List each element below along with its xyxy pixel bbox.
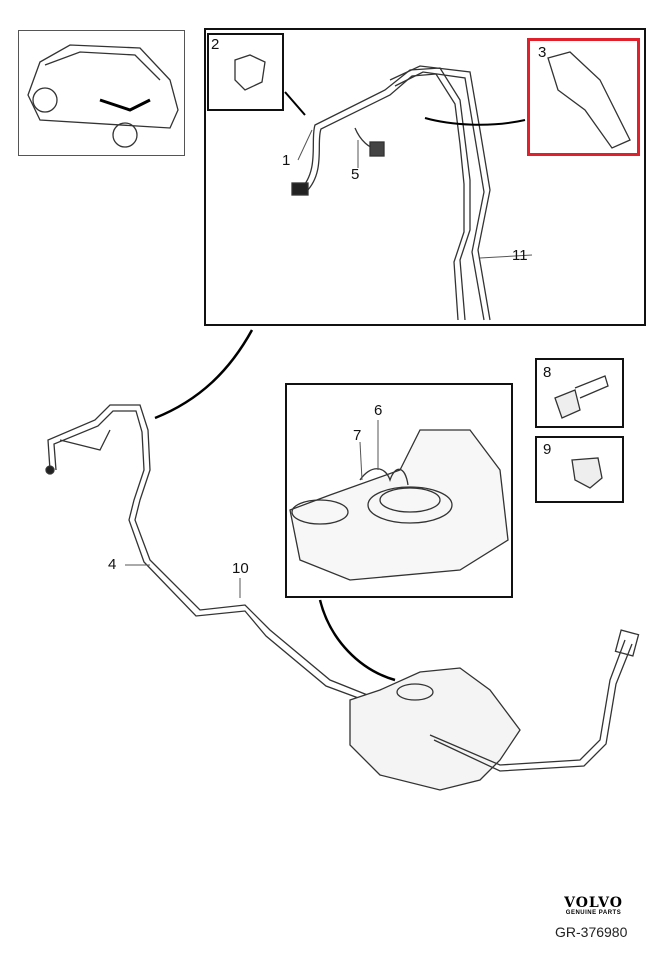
part-9-box[interactable] (535, 436, 624, 503)
arrow-1 (154, 329, 254, 420)
vehicle-location-box (18, 30, 185, 156)
fuel-pump-detail-box (285, 383, 513, 598)
clip-part (571, 457, 603, 489)
fuel-tank (349, 629, 640, 791)
callout-6[interactable]: 6 (374, 402, 383, 419)
brand-sub: GENUINE PARTS (565, 910, 622, 916)
volvo-logo: VOLVO GENUINE PARTS (556, 895, 631, 916)
bolt-part (554, 375, 609, 419)
part-8-box[interactable] (535, 358, 624, 428)
callout-5[interactable]: 5 (351, 166, 360, 183)
brand-name: VOLVO (564, 895, 623, 911)
fuel-pump-detail (289, 429, 509, 581)
callout-7[interactable]: 7 (353, 427, 362, 444)
fuel-lines-detail (234, 51, 631, 321)
callout-3[interactable]: 3 (538, 44, 547, 61)
leader-lines (125, 129, 533, 598)
arrow-2 (318, 599, 396, 682)
callout-1[interactable]: 1 (282, 152, 291, 169)
callout-10[interactable]: 10 (232, 560, 249, 577)
callout-11[interactable]: 11 (512, 247, 528, 264)
callout-8[interactable]: 8 (543, 364, 552, 381)
car-thumbnail (27, 44, 179, 148)
diagram-code: GR-376980 (555, 924, 628, 940)
fuel-pipes (45, 404, 381, 707)
callout-9[interactable]: 9 (543, 441, 552, 458)
part-3-highlight-box[interactable] (527, 38, 640, 156)
detail-view-box (204, 28, 646, 326)
part-2-inset (207, 33, 284, 111)
callout-2[interactable]: 2 (211, 36, 220, 53)
callout-4[interactable]: 4 (108, 556, 117, 573)
